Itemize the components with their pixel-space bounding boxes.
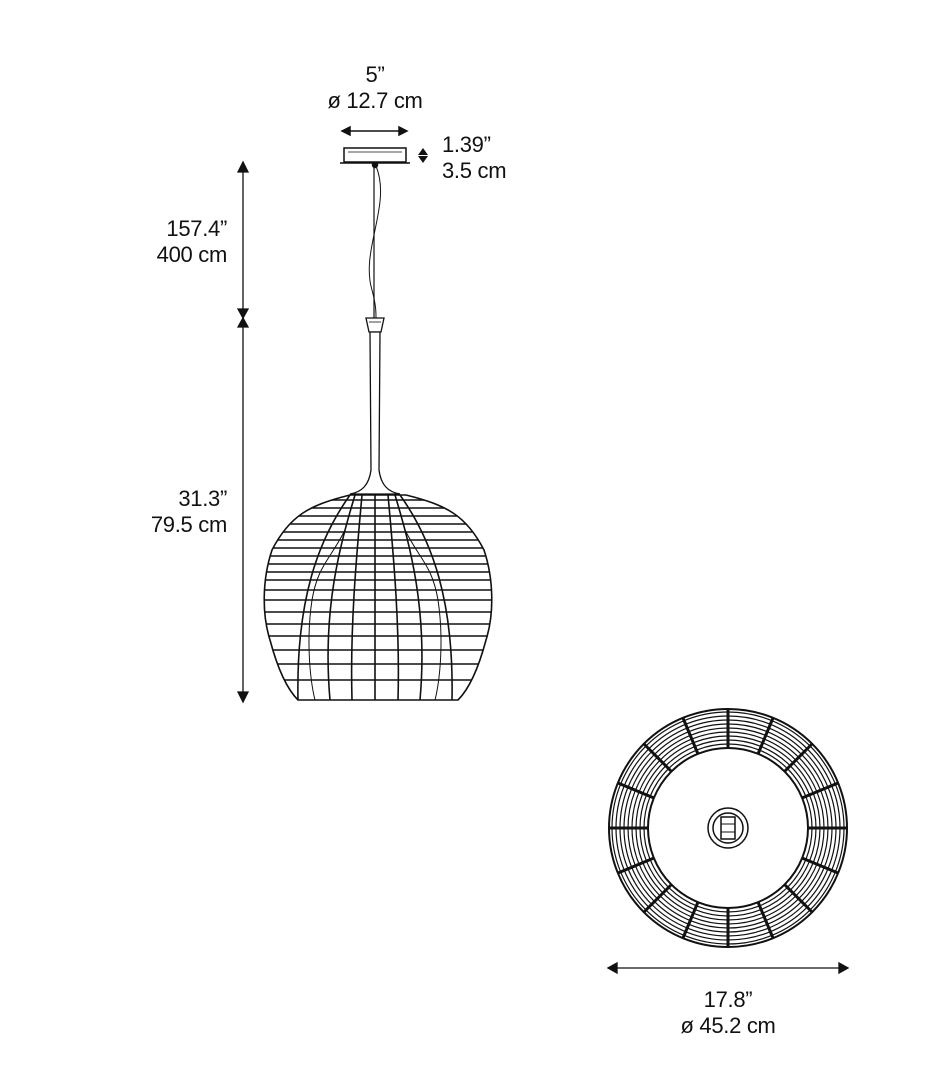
- shade-height-metric: 79.5 cm: [150, 512, 227, 537]
- canopy-height-imperial: 1.39”: [442, 132, 491, 157]
- canopy-height-label: 1.39” 3.5 cm: [442, 132, 562, 184]
- shade-diameter-metric: ø 45.2 cm: [680, 1013, 776, 1038]
- canopy-height-arrow: [418, 148, 428, 163]
- stem: [349, 317, 401, 495]
- shade-diameter-label: 17.8” ø 45.2 cm: [653, 987, 803, 1039]
- lamp-shade: [263, 494, 493, 701]
- shade-height-label: 31.3” 79.5 cm: [110, 486, 227, 538]
- canopy-diameter-imperial: 5”: [365, 62, 385, 87]
- suspension-cable: [368, 165, 381, 319]
- shade-diameter-imperial: 17.8”: [703, 987, 753, 1012]
- canopy-diameter-metric: ø 12.7 cm: [327, 88, 423, 113]
- canopy-height-metric: 3.5 cm: [442, 158, 507, 183]
- shade-height-imperial: 31.3”: [178, 486, 227, 511]
- canopy-diameter-label: 5” ø 12.7 cm: [300, 62, 450, 114]
- cable-length-label: 157.4” 400 cm: [110, 216, 228, 268]
- cable-length-imperial: 157.4”: [166, 216, 227, 241]
- shade-diameter-arrow: [606, 961, 850, 975]
- vertical-dimension-line: [236, 160, 250, 704]
- cable-length-metric: 400 cm: [156, 242, 228, 267]
- canopy-diameter-arrow: [340, 125, 409, 137]
- canopy: [340, 147, 410, 169]
- shade-bottom-view: [608, 708, 848, 948]
